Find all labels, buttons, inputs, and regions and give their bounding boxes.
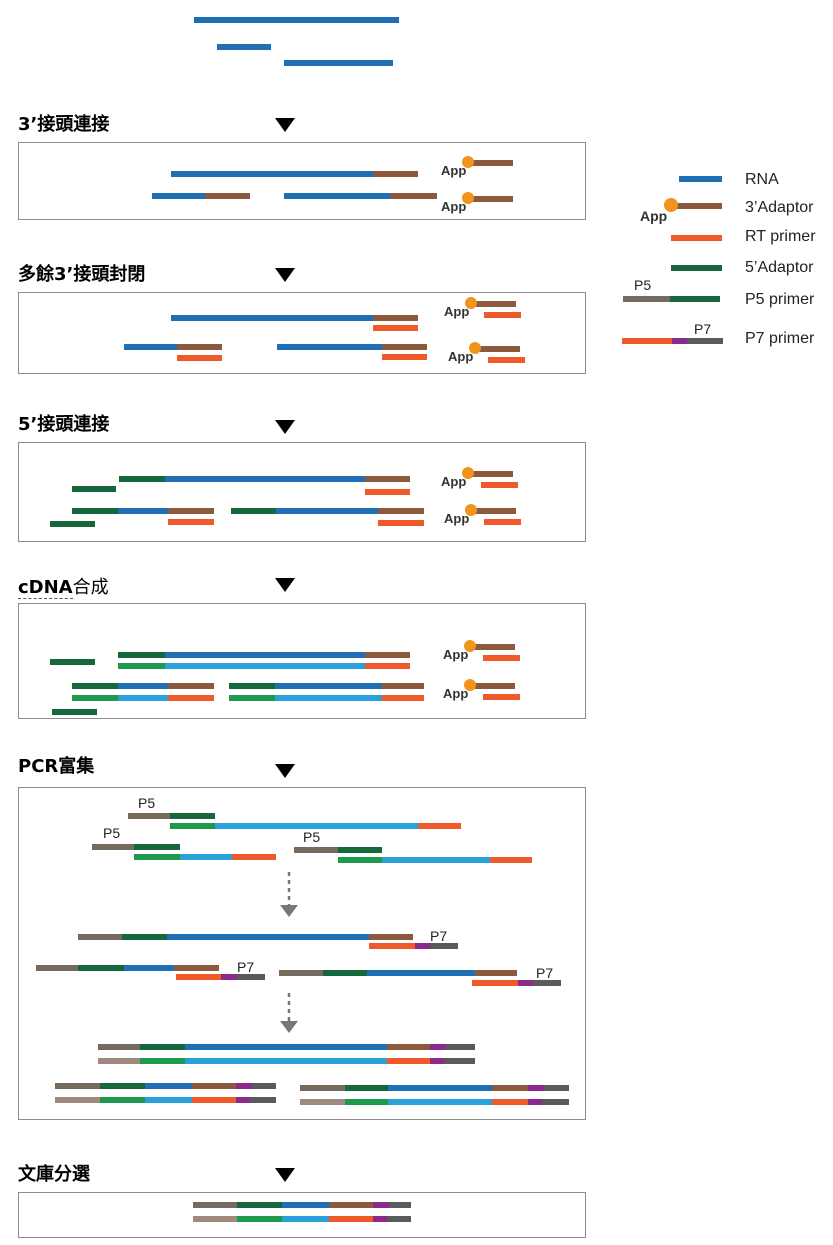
p7-label: P7 — [536, 965, 553, 981]
panel-3adaptor — [18, 142, 586, 220]
app-label: App — [443, 647, 468, 662]
arrow-head-icon — [275, 764, 295, 778]
dashed-arrow-head-icon — [280, 905, 298, 917]
app-label: App — [441, 163, 466, 178]
app-label: App — [443, 686, 468, 701]
app-label: App — [441, 474, 466, 489]
legend-label-rt-primer: RT primer — [745, 228, 816, 245]
app-dot-icon — [464, 640, 476, 652]
step-label-cdna-prefix: cDNA — [18, 577, 73, 599]
arrow-head-icon — [275, 420, 295, 434]
arrow-head-icon — [275, 1168, 295, 1182]
step-label-cdna: cDNA合成 — [18, 573, 109, 599]
app-dot-icon — [462, 467, 474, 479]
dashed-arrow-head-icon — [280, 1021, 298, 1033]
step-label-pcr: PCR富集 — [18, 756, 95, 777]
panel-library — [18, 1192, 586, 1238]
legend-p5-label: P5 — [634, 277, 651, 293]
panel-pcr — [18, 787, 586, 1120]
legend-label-p5-primer: P5 primer — [745, 291, 815, 308]
app-dot-icon — [462, 192, 474, 204]
legend-p7-label: P7 — [694, 321, 711, 337]
p7-label: P7 — [237, 959, 254, 975]
step-label-library: 文庫分選 — [18, 1164, 90, 1185]
p5-label: P5 — [103, 825, 120, 841]
p5-label: P5 — [303, 829, 320, 845]
step-label-blocking: 多餘3’接頭封閉 — [18, 264, 146, 285]
step-label-cdna-suffix: 合成 — [72, 577, 109, 598]
app-dot-icon — [469, 342, 481, 354]
app-dot-icon — [464, 679, 476, 691]
legend-app-dot-icon — [664, 198, 678, 212]
app-label: App — [444, 511, 469, 526]
p5-label: P5 — [138, 795, 155, 811]
legend-label-p7-primer: P7 primer — [745, 330, 815, 347]
step-label-3adaptor: 3’接頭連接 — [18, 114, 110, 135]
app-dot-icon — [465, 504, 477, 516]
arrow-head-icon — [275, 118, 295, 132]
p7-label: P7 — [430, 928, 447, 944]
arrow-head-icon — [275, 578, 295, 592]
app-label: App — [448, 349, 473, 364]
legend-label-3adaptor: 3’Adaptor — [745, 199, 814, 216]
legend-app-label: App — [640, 208, 667, 224]
app-label: App — [444, 304, 469, 319]
legend-label-5adaptor: 5’Adaptor — [745, 259, 814, 276]
app-dot-icon — [465, 297, 477, 309]
arrow-head-icon — [275, 268, 295, 282]
app-label: App — [441, 199, 466, 214]
legend-label-rna: RNA — [745, 171, 779, 188]
step-label-5adaptor: 5’接頭連接 — [18, 414, 110, 435]
app-dot-icon — [462, 156, 474, 168]
